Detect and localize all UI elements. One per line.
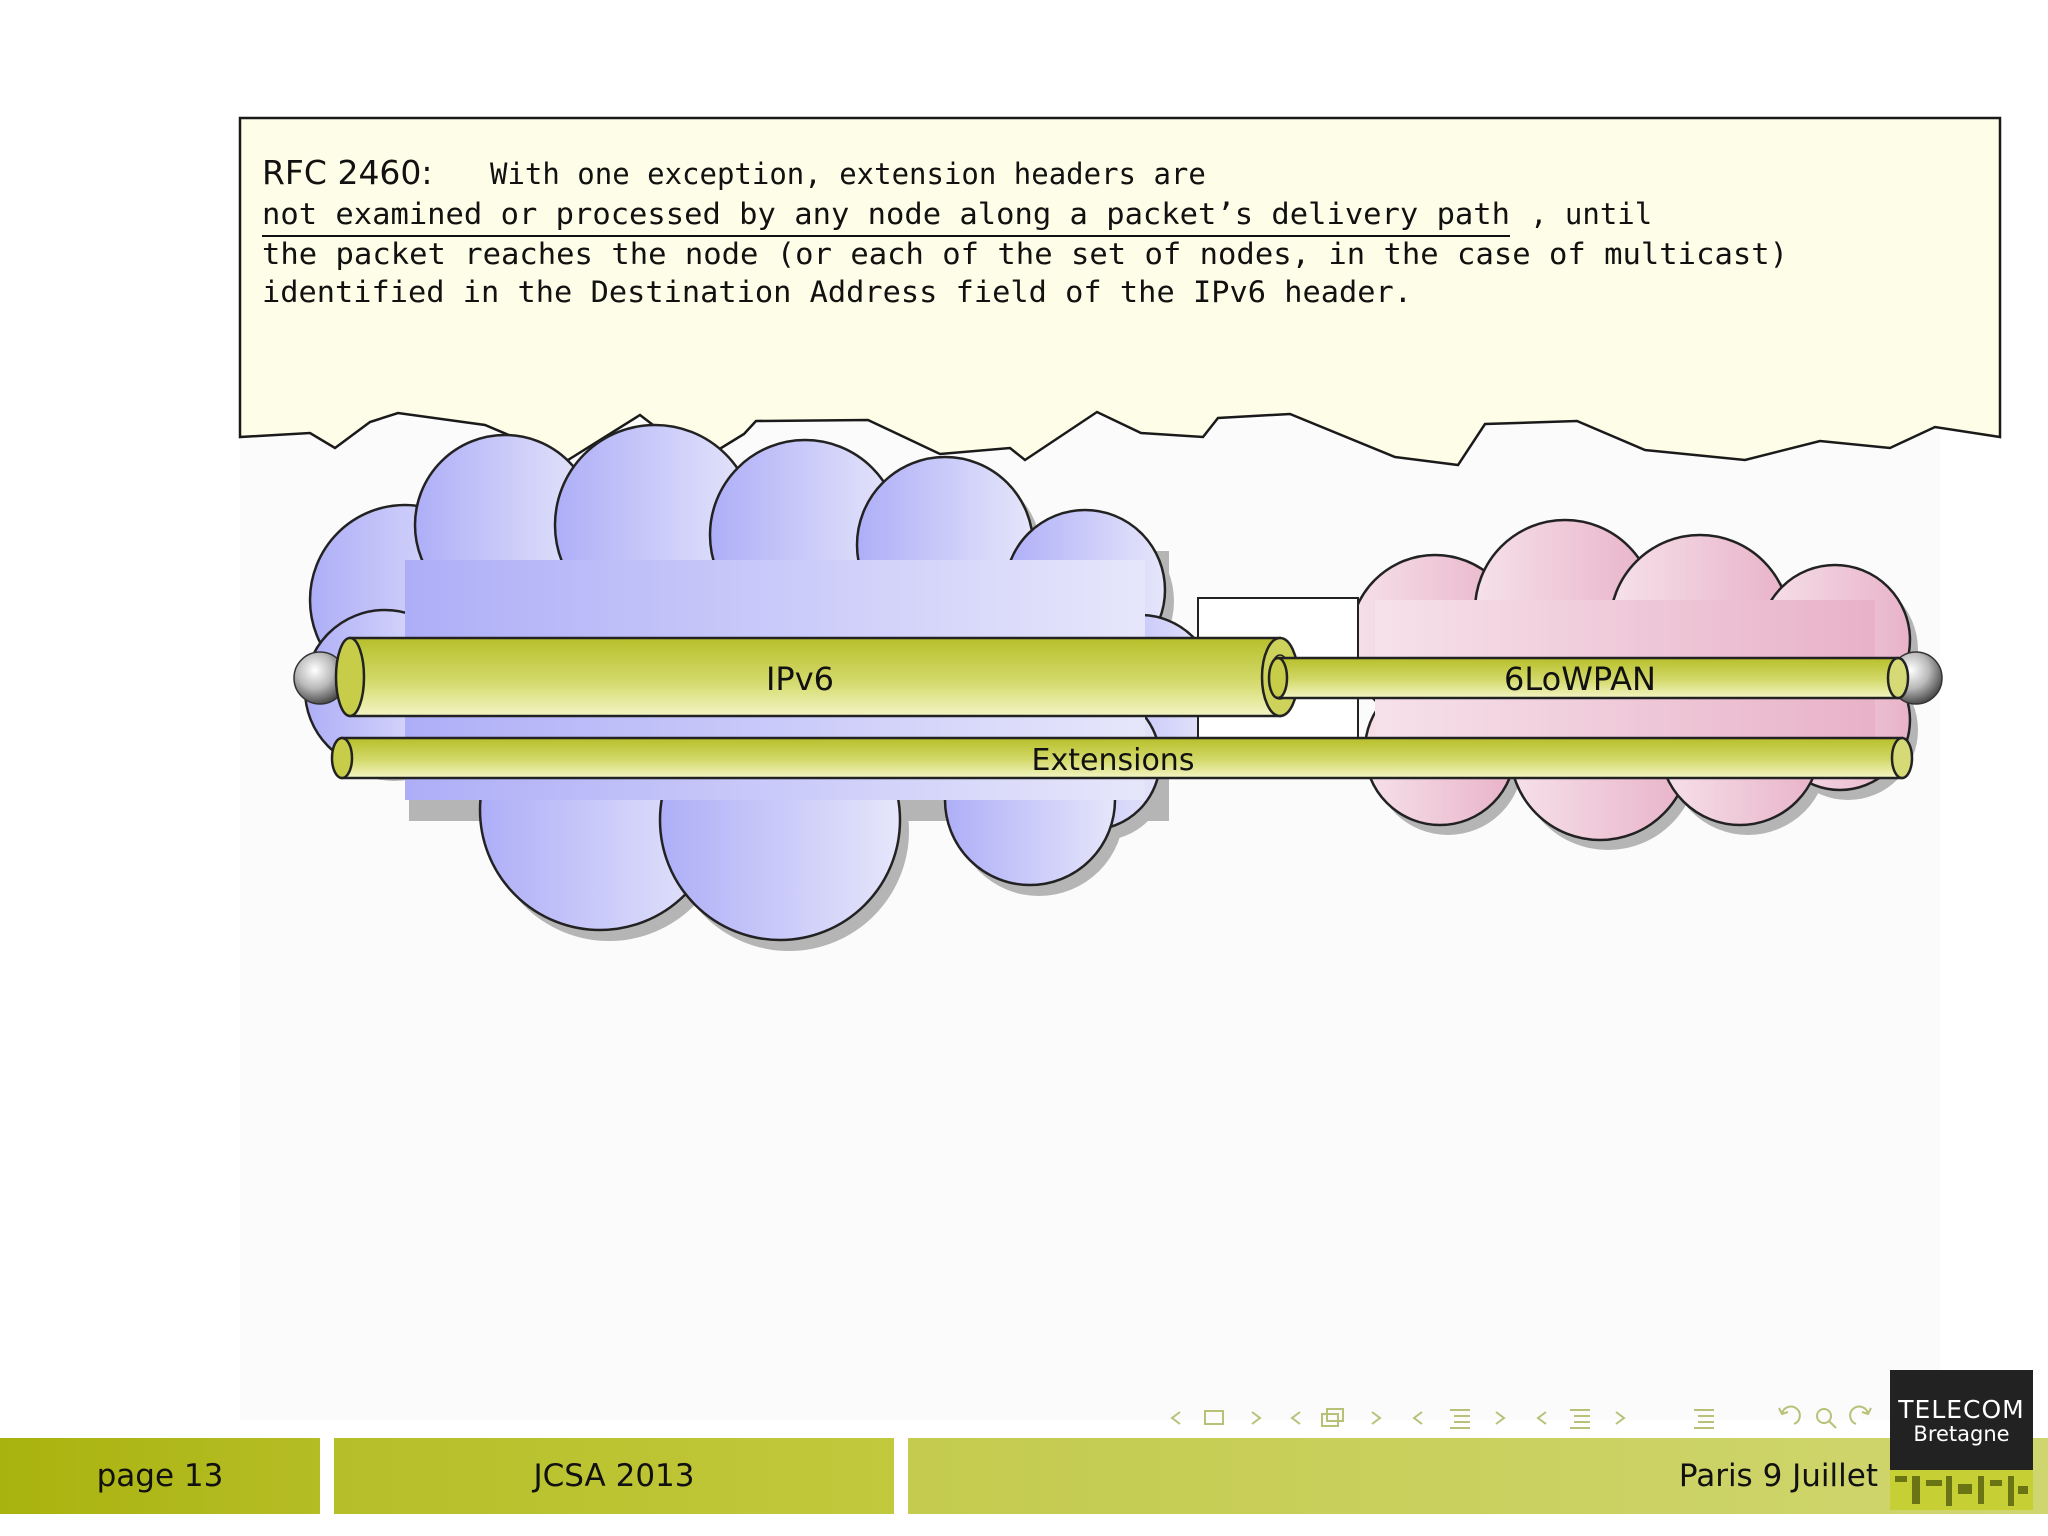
footer-event: JCSA 2013 xyxy=(334,1438,894,1514)
logo-line-1: TELECOM xyxy=(1898,1394,2025,1424)
lowpan-pipe: 6LoWPAN xyxy=(1267,656,1910,700)
back-icon[interactable] xyxy=(1778,1405,1801,1425)
logo-pattern xyxy=(1890,1470,2033,1510)
nav-next-section-icon[interactable] xyxy=(1495,1411,1506,1425)
beamer-navigation xyxy=(1170,1405,1872,1429)
page-number-text: page 13 xyxy=(96,1458,224,1494)
nav-prev-frame-icon[interactable] xyxy=(1170,1411,1181,1425)
document-icon[interactable] xyxy=(1570,1409,1590,1429)
event-text: JCSA 2013 xyxy=(533,1458,695,1494)
rfc-note: RFC 2460: With one exception, extension … xyxy=(238,116,2002,467)
note-line-4: identified in the Destination Address fi… xyxy=(262,275,1412,309)
nav-prev-subsection-icon[interactable] xyxy=(1290,1411,1301,1425)
note-line-2-rest: , until xyxy=(1530,197,1652,231)
place-text: Paris 9 Juillet xyxy=(1678,1458,1878,1494)
ipv6-label: IPv6 xyxy=(766,660,834,698)
subsection-icon[interactable] xyxy=(1321,1408,1344,1427)
frame-icon[interactable] xyxy=(1204,1410,1224,1425)
footer-page-number: page 13 xyxy=(0,1438,320,1514)
extensions-pipe: Extensions xyxy=(330,736,1914,780)
nav-prev-document-icon[interactable] xyxy=(1536,1411,1547,1425)
nav-prev-section-icon[interactable] xyxy=(1412,1411,1423,1425)
rfc-label: RFC 2460: xyxy=(262,153,433,192)
footer-right-bar xyxy=(908,1438,2048,1514)
nav-next-subsection-icon[interactable] xyxy=(1371,1411,1382,1425)
section-icon[interactable] xyxy=(1450,1409,1470,1429)
note-line-1: With one exception, extension headers ar… xyxy=(490,157,1206,191)
note-line-3: the packet reaches the node (or each of … xyxy=(262,237,1788,271)
note-paper xyxy=(238,116,2002,467)
lowpan-label: 6LoWPAN xyxy=(1504,660,1656,698)
footer-middle-bar xyxy=(334,1438,894,1514)
telecom-bretagne-logo: TELECOM Bretagne xyxy=(1890,1370,2033,1470)
appendix-icon[interactable] xyxy=(1694,1409,1714,1429)
footer-left-bar xyxy=(0,1438,320,1514)
note-line-2-underlined: not examined or processed by any node al… xyxy=(262,197,1510,231)
footer-place: Paris 9 Juillet xyxy=(908,1438,1878,1514)
ipv6-pipe: IPv6 xyxy=(334,636,1300,718)
extensions-label: Extensions xyxy=(1032,743,1195,778)
logo-line-2: Bretagne xyxy=(1913,1421,2010,1446)
forward-icon[interactable] xyxy=(1849,1405,1872,1425)
search-icon[interactable] xyxy=(1816,1408,1837,1429)
nav-next-document-icon[interactable] xyxy=(1615,1411,1626,1425)
nav-next-frame-icon[interactable] xyxy=(1251,1411,1262,1425)
